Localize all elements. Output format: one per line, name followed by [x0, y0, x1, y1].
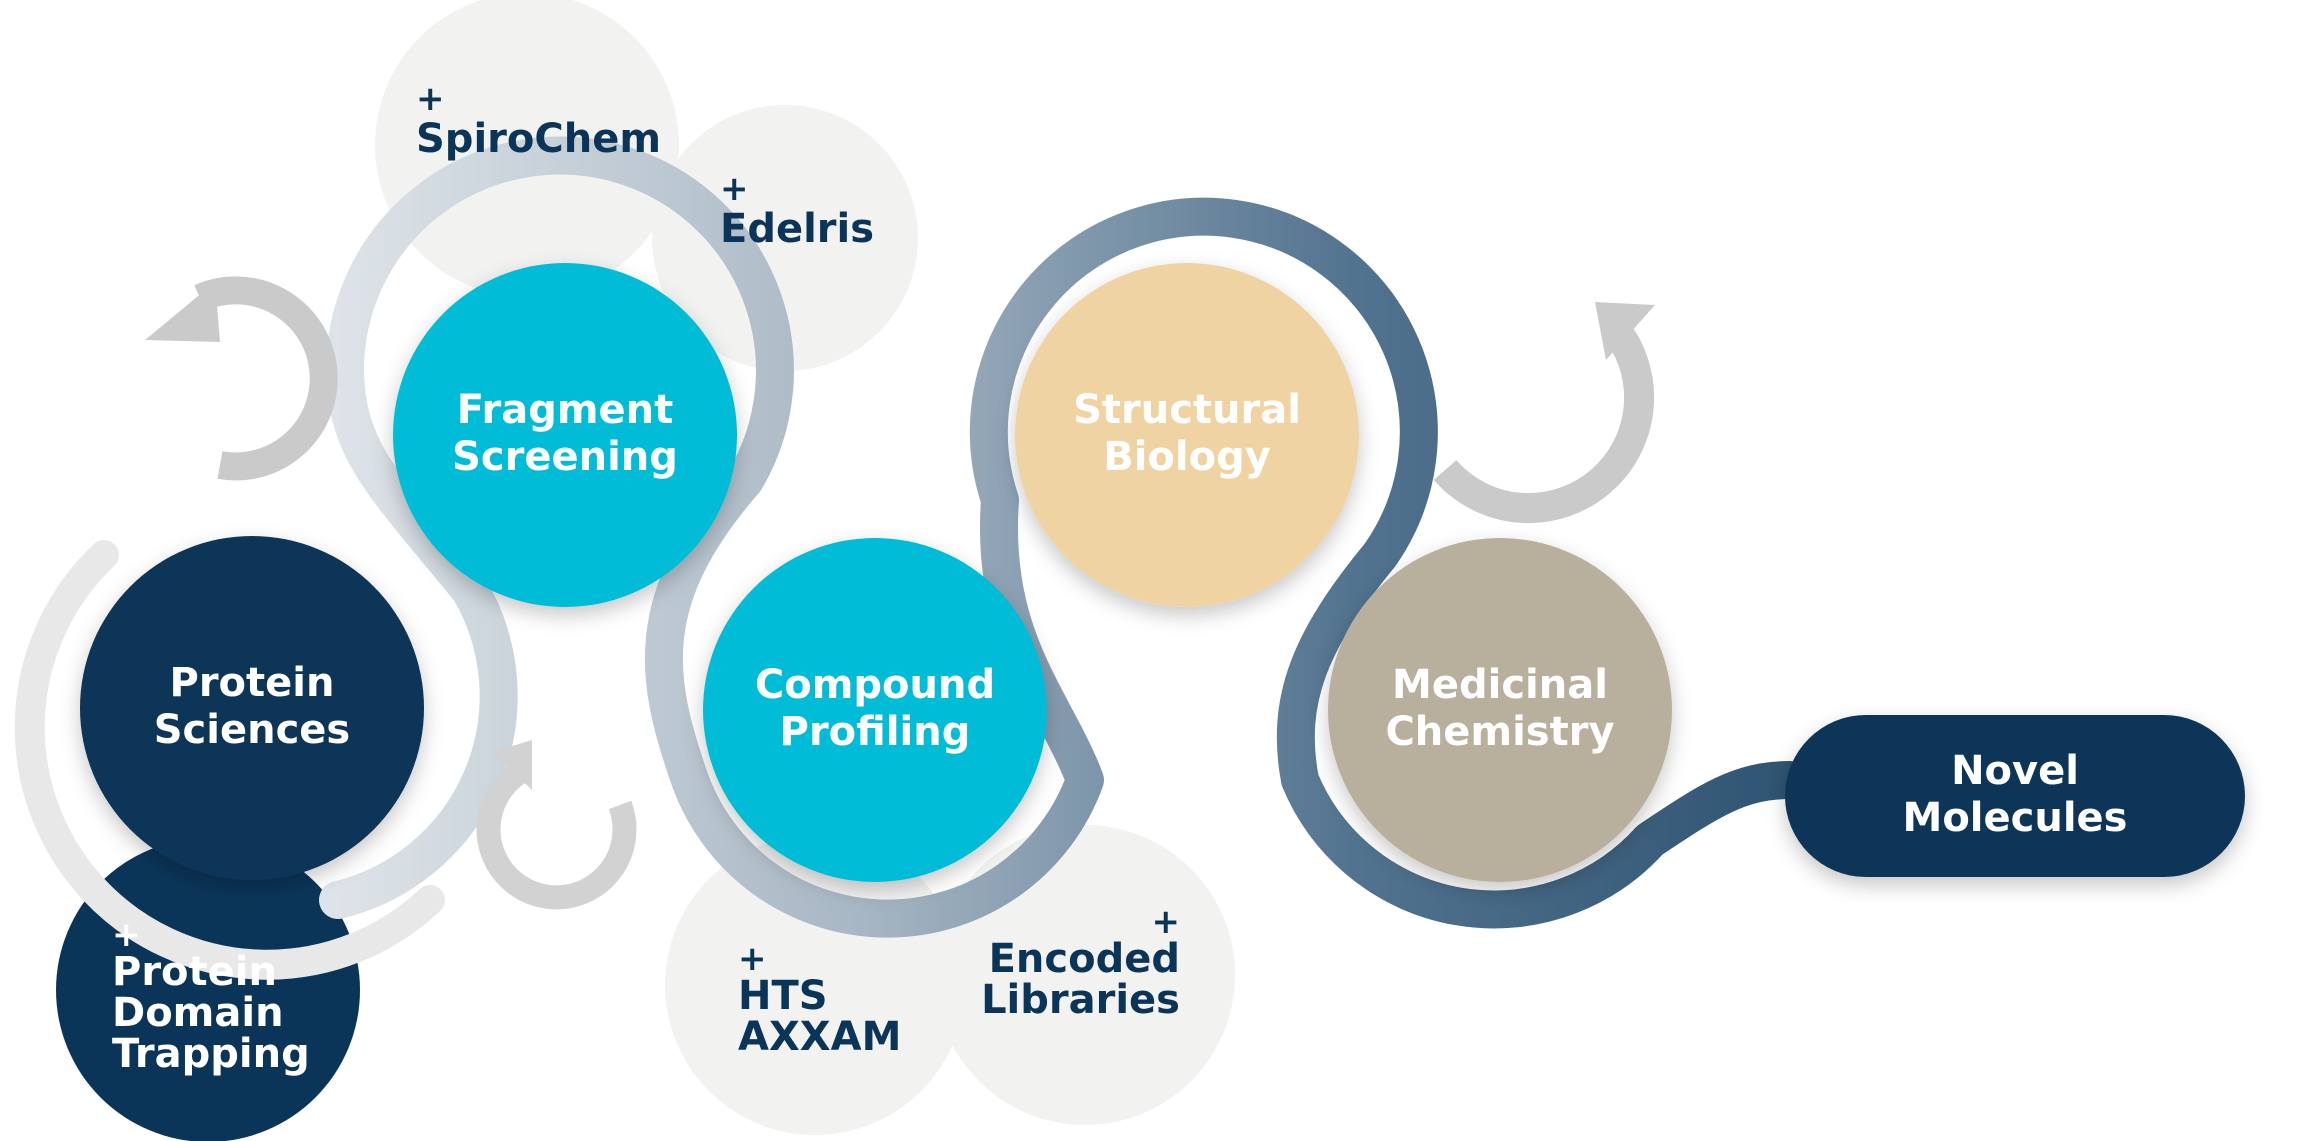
- compound-profiling-line2: Profiling: [779, 709, 971, 755]
- compound-profiling-line1: Compound: [754, 662, 996, 708]
- edelris-bubble: [652, 105, 918, 371]
- compound-profiling-circle: [703, 538, 1047, 882]
- workflow-track: [319, 136, 1809, 938]
- encoded-libraries-line1: Encoded: [988, 936, 1180, 982]
- structural-biology-line1: Structural: [1073, 387, 1301, 433]
- structural-biology-line2: Biology: [1103, 434, 1271, 480]
- encoded-libraries-plus-icon: +: [1151, 902, 1181, 942]
- hts-axxam-line2: AXXAM: [738, 1014, 902, 1060]
- novel-molecules-pill: [1785, 715, 2245, 877]
- edelris-text: Edelris: [720, 206, 875, 252]
- spirochem-label: + SpiroChem: [416, 82, 661, 163]
- fragment-screening-line1: Fragment: [456, 387, 674, 433]
- cycle-arrow-small-icon: [476, 740, 637, 910]
- protein-sciences-line1: Protein: [169, 660, 335, 706]
- protein-domain-trapping-label: + Protein Domain Trapping: [112, 918, 310, 1075]
- protein-domain-trapping-line3: Trapping: [112, 1031, 310, 1077]
- hts-axxam-line1: HTS: [738, 973, 828, 1019]
- fragment-screening-circle: [393, 263, 737, 607]
- compound-profiling-label: Compound Profiling: [715, 662, 1035, 756]
- protein-sciences-line2: Sciences: [153, 707, 351, 753]
- protein-sciences-label: Protein Sciences: [102, 660, 402, 754]
- medicinal-chemistry-circle: [1328, 538, 1672, 882]
- hts-axxam-label: + HTS AXXAM: [738, 942, 901, 1058]
- fragment-screening-line2: Screening: [452, 434, 678, 480]
- cycle-arrow-right-icon: [1433, 302, 1655, 524]
- fragment-screening-label: Fragment Screening: [415, 387, 715, 481]
- medicinal-chemistry-line1: Medicinal: [1392, 662, 1608, 708]
- protein-sciences-circle: [80, 536, 424, 880]
- protein-domain-trapping-line2: Domain: [112, 990, 284, 1036]
- edelris-label: + Edelris: [720, 172, 874, 253]
- spirochem-text: SpiroChem: [416, 116, 661, 162]
- structural-biology-circle: [1015, 263, 1359, 607]
- novel-molecules-label: Novel Molecules: [1865, 748, 2165, 842]
- protein-domain-trapping-plus-icon: +: [112, 915, 141, 955]
- encoded-libraries-line2: Libraries: [981, 977, 1180, 1023]
- medicinal-chemistry-label: Medicinal Chemistry: [1340, 662, 1660, 756]
- protein-sciences-arc: [14, 540, 445, 980]
- encoded-libraries-label: + Encoded Libraries: [975, 905, 1180, 1021]
- edelris-plus-icon: +: [720, 169, 749, 209]
- structural-biology-label: Structural Biology: [1027, 387, 1347, 481]
- protein-domain-trapping-line1: Protein: [112, 949, 277, 995]
- hts-axxam-plus-icon: +: [738, 939, 767, 979]
- spirochem-plus-icon: +: [416, 79, 445, 119]
- cycle-arrow-left-icon: [145, 276, 338, 481]
- novel-molecules-line2: Molecules: [1902, 795, 2128, 841]
- medicinal-chemistry-line2: Chemistry: [1385, 709, 1615, 755]
- novel-molecules-line1: Novel: [1951, 748, 2079, 794]
